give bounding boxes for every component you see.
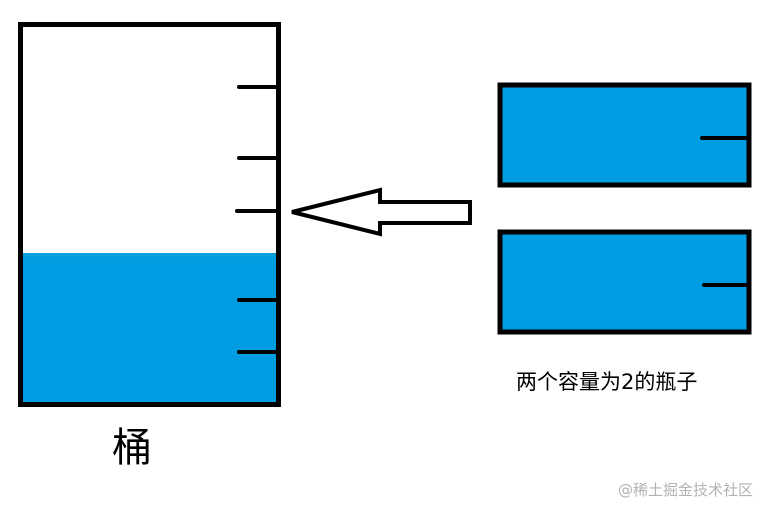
bucket-outline [18,22,281,407]
left-arrow-icon [291,187,472,237]
bottle-outline [497,229,752,335]
bucket-tick-marks [235,85,279,354]
bucket-label: 桶 [112,425,152,471]
bottle-2 [497,229,752,335]
bucket-water [21,254,277,404]
bottles-label: 两个容量为2的瓶子 [516,370,698,394]
bottle-outline [497,82,752,188]
watermark: @稀土掘金技术社区 [618,481,754,499]
bottle-1 [497,82,752,188]
bucket [18,22,281,407]
